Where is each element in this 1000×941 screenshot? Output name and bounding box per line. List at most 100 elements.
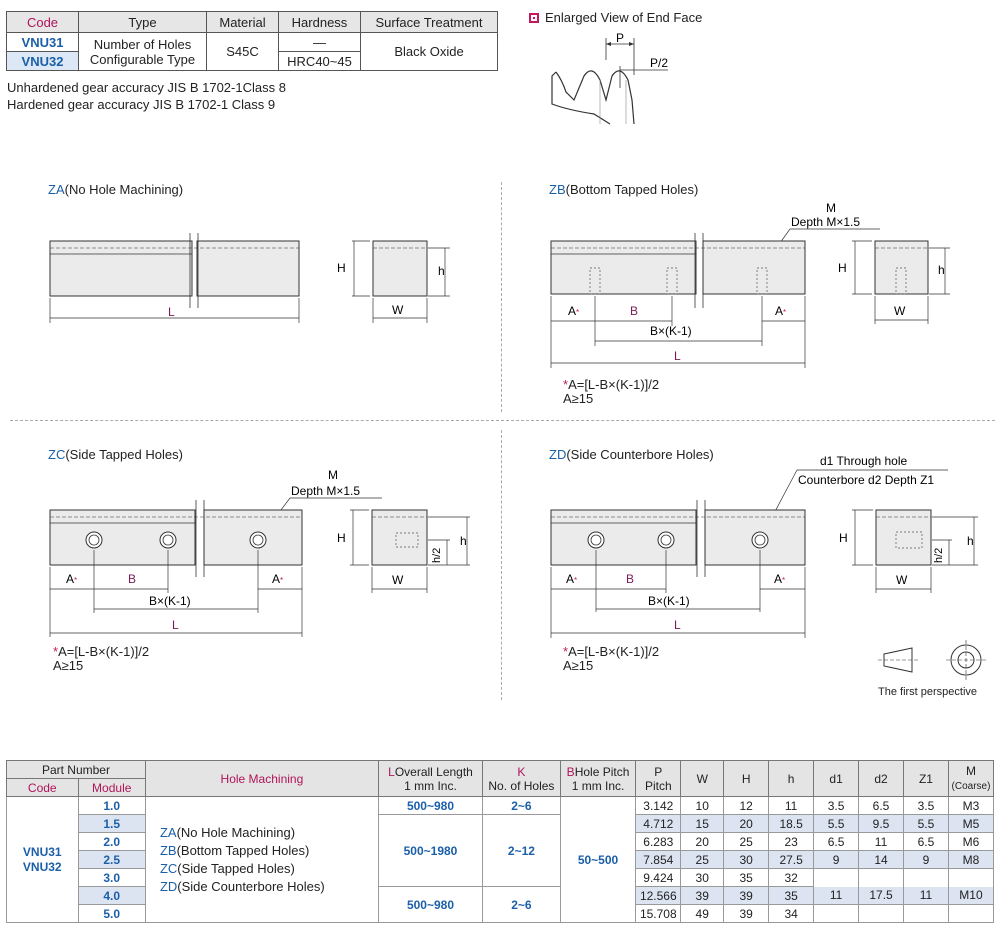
hm-zb-code: ZB xyxy=(159,842,177,858)
spec-header-code: Code xyxy=(6,11,79,33)
th-d1: d1 xyxy=(813,760,860,797)
hm-zd-text: (Side Counterbore Holes) xyxy=(177,878,325,894)
cell-m: M10 xyxy=(947,886,995,905)
module-cell: 1.5 xyxy=(77,814,146,833)
code-vnu32: VNU32 xyxy=(22,859,62,874)
cell-d1 xyxy=(813,868,860,887)
cell-m: M8 xyxy=(947,850,995,869)
th-L-sub: 1 mm Inc. xyxy=(404,778,457,793)
K-range-2: 2~12 xyxy=(482,814,561,887)
zb-BK-label: B×(K-1) xyxy=(650,324,692,338)
divider-h xyxy=(10,420,995,421)
L-range-3-text: 500~980 xyxy=(406,897,455,912)
cell-d2: 11 xyxy=(858,832,904,851)
code-vnu31: VNU31 xyxy=(22,844,62,859)
zc-B-label: B xyxy=(128,572,136,586)
zb-formula-line1: A=[L-B×(K-1)]/2 xyxy=(568,377,660,392)
zd-formula-line2: A≥15 xyxy=(563,658,594,673)
end-face-drawing: P P/2 xyxy=(551,31,668,125)
cell-d1: 11 xyxy=(813,886,860,905)
module-cell: 4.0 xyxy=(77,886,146,905)
cell-H: 20 xyxy=(723,814,770,833)
hm-zb-text: (Bottom Tapped Holes) xyxy=(176,842,310,858)
zc-A-right: A* xyxy=(272,572,283,586)
zb-depth-label: Depth M×1.5 xyxy=(791,215,860,229)
zc-L-label: L xyxy=(172,618,179,632)
zb-L-label: L xyxy=(674,349,681,363)
zb-formula: *A=[L-B×(K-1)]/2 A≥15 xyxy=(563,377,660,406)
codes-cell: VNU31 VNU32 xyxy=(6,796,79,923)
bullet-icon xyxy=(529,13,539,23)
th-B-sub: 1 mm Inc. xyxy=(571,778,625,793)
zd-A-left: A* xyxy=(566,572,577,586)
table-row: 4.0 500~980 2~6 12.566 39 39 35 11 17.5 … xyxy=(7,886,995,923)
cell-w: 10 xyxy=(680,796,725,815)
hm-zd-code: ZD xyxy=(159,878,178,894)
cell-d2 xyxy=(858,904,904,923)
cell-w: 30 xyxy=(680,868,725,887)
spec-hardness-2: HRC40~45 xyxy=(278,51,361,71)
zc-formula: *A=[L-B×(K-1)]/2 A≥15 xyxy=(53,644,150,673)
cell-d1: 5.5 xyxy=(813,814,860,833)
cell-H: 25 xyxy=(723,832,770,851)
th-m: M (Coarse) xyxy=(947,760,995,797)
cell-d1: 9 xyxy=(813,850,860,869)
cell-H: 39 xyxy=(723,886,770,905)
th-M-sub: (Coarse) xyxy=(951,780,991,792)
th-k: K No. of Holes xyxy=(482,760,561,797)
cell-z1 xyxy=(903,868,949,887)
th-part-number: Part Number xyxy=(6,760,146,779)
za-title-text: (No Hole Machining) xyxy=(64,182,184,197)
zd-formula: *A=[L-B×(K-1)]/2 A≥15 xyxy=(563,644,660,673)
zb-title: ZB(Bottom Tapped Holes) xyxy=(549,182,698,197)
zb-W-label: W xyxy=(894,304,906,318)
zc-A-left: A* xyxy=(66,572,77,586)
end-face-p2-label: P/2 xyxy=(650,56,668,70)
th-z1: Z1 xyxy=(903,760,949,797)
zb-code: ZB xyxy=(549,182,566,197)
cell-h: 11 xyxy=(768,796,815,815)
cell-d2: 9.5 xyxy=(858,814,904,833)
spec-header-type: Type xyxy=(78,11,207,33)
cell-h: 27.5 xyxy=(768,850,815,869)
zb-m-label: M xyxy=(826,201,836,215)
th-M-text: M xyxy=(965,763,976,778)
th-w: W xyxy=(680,760,725,797)
zd-title-text: (Side Counterbore Holes) xyxy=(566,447,714,462)
K-range-3: 2~6 xyxy=(482,886,561,923)
note-unhardened: Unhardened gear accuracy JIS B 1702-1Cla… xyxy=(7,80,286,95)
zd-L-label: L xyxy=(674,618,681,632)
zd-drawing: d1 Through hole Counterbore d2 Depth Z1 … xyxy=(550,454,978,638)
spec-type-line1: Number of Holes xyxy=(93,36,192,52)
hm-zc-code: ZC xyxy=(159,860,178,876)
zd-W-label: W xyxy=(896,573,908,587)
cell-H: 35 xyxy=(723,868,770,887)
zd-H-label: H xyxy=(839,531,848,545)
spec-type-line2: Configurable Type xyxy=(89,51,196,67)
table-row: 5.0 15.708 49 39 34 xyxy=(7,904,995,923)
cell-p: 15.708 xyxy=(635,904,682,923)
module-cell: 3.0 xyxy=(77,868,146,887)
zc-title-text: (Side Tapped Holes) xyxy=(65,447,183,462)
zd-title: ZD(Side Counterbore Holes) xyxy=(549,447,714,462)
cell-m: M6 xyxy=(947,832,995,851)
za-code: ZA xyxy=(48,182,65,197)
cell-d2: 6.5 xyxy=(858,796,904,815)
cell-H: 30 xyxy=(723,850,770,869)
K-range-2-text: 2~12 xyxy=(507,843,535,858)
cell-p: 7.854 xyxy=(635,850,682,869)
cell-z1: 5.5 xyxy=(903,814,949,833)
cell-w: 25 xyxy=(680,850,725,869)
cell-m: M5 xyxy=(947,814,995,833)
th-h: h xyxy=(768,760,815,797)
K-range-3-text: 2~6 xyxy=(511,897,532,912)
zd-h2-label: h/2 xyxy=(933,548,945,563)
spec-code-2: VNU32 xyxy=(6,51,79,71)
table-row: 1.5 500~1980 2~12 4.712 15 20 18.5 5.5 9… xyxy=(7,814,995,887)
zb-A-right: A* xyxy=(775,304,786,318)
module-cell: 1.0 xyxy=(77,796,146,815)
zc-H-label: H xyxy=(337,531,346,545)
th-p: P Pitch xyxy=(635,760,682,797)
hm-za-text: (No Hole Machining) xyxy=(176,824,296,840)
cell-z1: 9 xyxy=(903,850,949,869)
